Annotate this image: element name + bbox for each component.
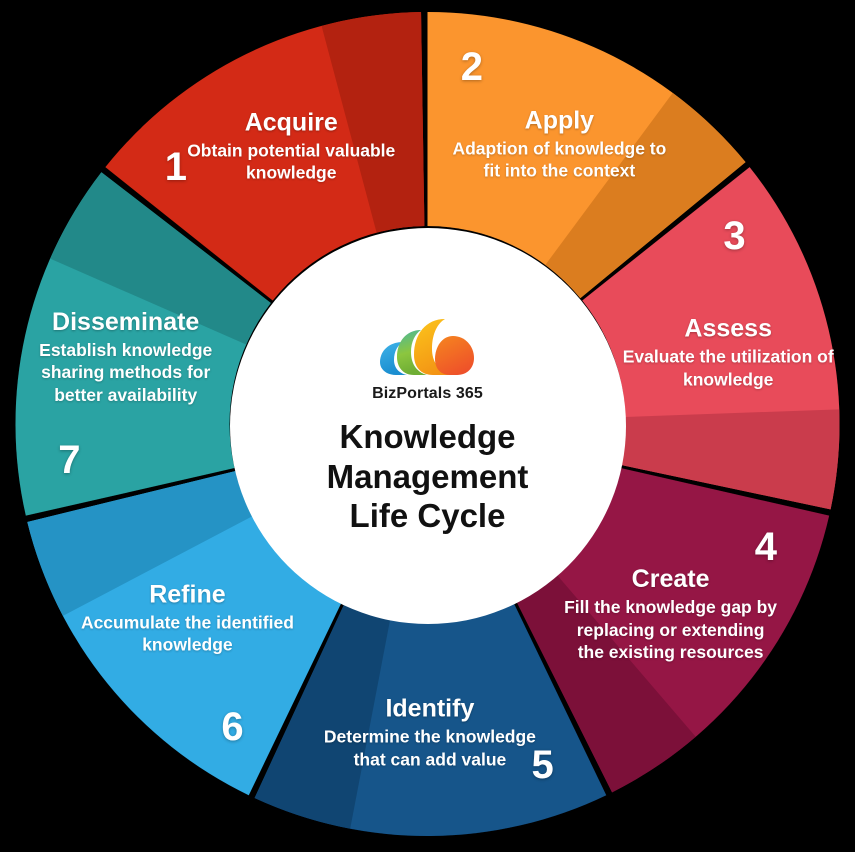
center-hub: BizPortals 365 Knowledge Management Life…	[229, 228, 626, 624]
segment-bevel-refine	[27, 471, 253, 616]
diagram-title: Knowledge Management Life Cycle	[327, 417, 529, 536]
segment-bevel-disseminate	[50, 172, 271, 345]
segment-bevel-apply	[545, 92, 746, 299]
segment-bevel-assess	[621, 409, 840, 510]
title-line-1: Knowledge	[339, 418, 516, 456]
cloud-logo-icon	[380, 319, 475, 376]
title-line-3: Life Cycle	[349, 497, 506, 535]
bizportals-logo: BizPortals 365	[372, 316, 483, 403]
segment-bevel-identify	[254, 603, 391, 829]
logo-wordmark: BizPortals 365	[372, 385, 483, 403]
segment-bevel-create	[516, 574, 696, 793]
title-line-2: Management	[326, 457, 529, 495]
segment-bevel-acquire	[321, 12, 425, 233]
